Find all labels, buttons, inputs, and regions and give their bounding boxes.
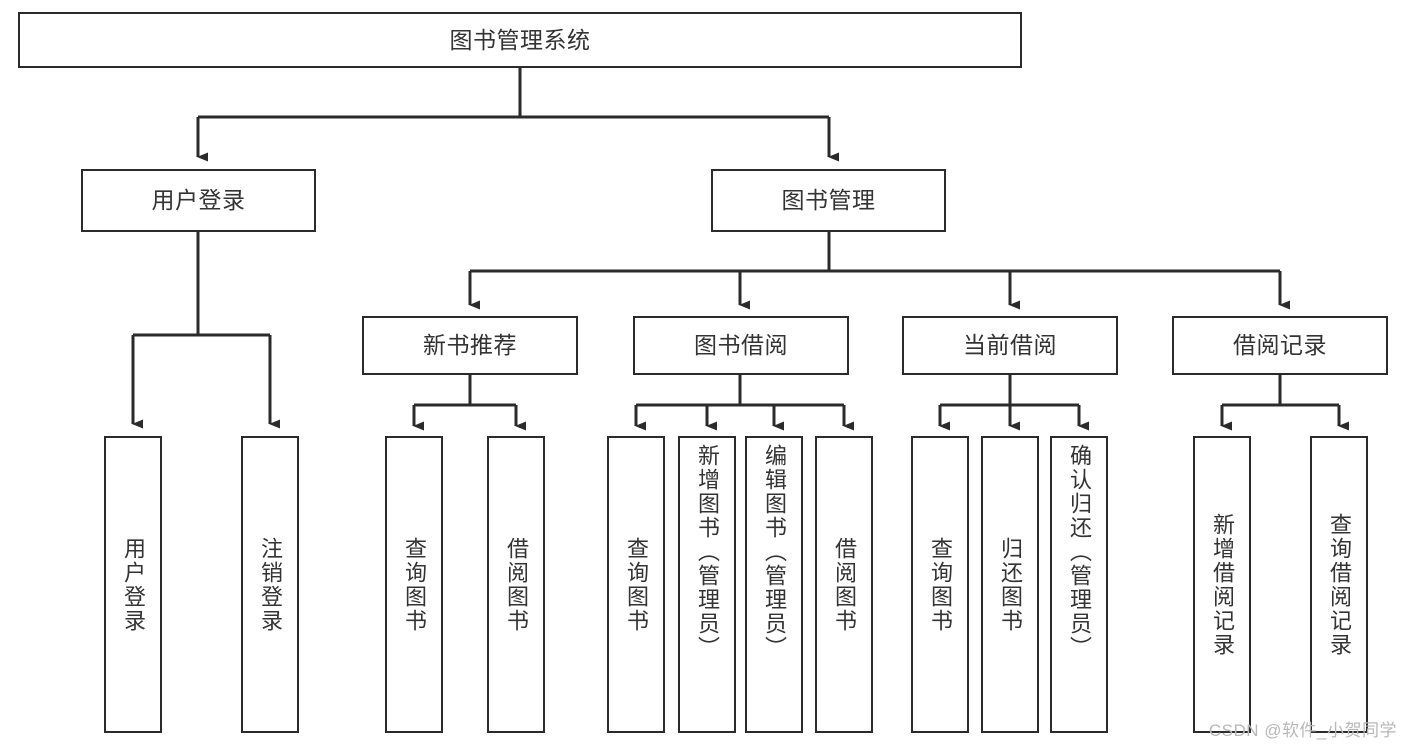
- node-leaf-current-confirm-return[interactable]: 确认归还（管理员）: [1050, 436, 1108, 733]
- node-leaf-current-return-book[interactable]: 归还图书: [981, 436, 1039, 733]
- node-leaf-new-book-query-label: 查询图书: [401, 536, 427, 633]
- node-current-borrow-label: 当前借阅: [963, 332, 1057, 358]
- node-leaf-user-login-signout[interactable]: 注销登录: [241, 436, 299, 733]
- node-leaf-record-query-label: 查询借阅记录: [1326, 512, 1352, 657]
- node-leaf-current-query-book-label: 查询图书: [927, 536, 953, 633]
- node-leaf-new-book-borrow-label: 借阅图书: [503, 536, 529, 633]
- node-user-login-label: 用户登录: [151, 187, 246, 213]
- node-borrow-record-label: 借阅记录: [1233, 332, 1327, 358]
- node-borrow-record[interactable]: 借阅记录: [1172, 316, 1388, 375]
- node-book-management[interactable]: 图书管理: [711, 169, 946, 232]
- node-leaf-record-add-label: 新增借阅记录: [1209, 512, 1235, 657]
- node-new-book-recommend[interactable]: 新书推荐: [362, 316, 578, 375]
- node-leaf-borrow-add-book-label: 新增图书（管理员）: [694, 444, 720, 660]
- node-book-borrow[interactable]: 图书借阅: [633, 316, 849, 375]
- watermark-text: CSDN @软件_小贺同学: [1208, 721, 1397, 740]
- node-leaf-borrow-edit-book[interactable]: 编辑图书（管理员）: [745, 436, 803, 733]
- node-leaf-user-login-signout-label: 注销登录: [257, 536, 283, 633]
- node-book-management-label: 图书管理: [781, 187, 876, 213]
- node-leaf-borrow-add-book[interactable]: 新增图书（管理员）: [678, 436, 736, 733]
- node-current-borrow[interactable]: 当前借阅: [902, 316, 1118, 375]
- node-user-login[interactable]: 用户登录: [81, 169, 316, 232]
- node-leaf-new-book-borrow[interactable]: 借阅图书: [487, 436, 545, 733]
- node-leaf-user-login-signin[interactable]: 用户登录: [104, 436, 162, 733]
- node-leaf-borrow-edit-book-label: 编辑图书（管理员）: [761, 444, 787, 660]
- node-leaf-current-confirm-return-label: 确认归还（管理员）: [1066, 444, 1092, 660]
- node-leaf-borrow-query-book[interactable]: 查询图书: [607, 436, 665, 733]
- node-root-system[interactable]: 图书管理系统: [18, 12, 1022, 68]
- node-leaf-borrow-borrow-book[interactable]: 借阅图书: [815, 436, 873, 733]
- node-leaf-record-query[interactable]: 查询借阅记录: [1310, 436, 1368, 733]
- node-leaf-borrow-borrow-book-label: 借阅图书: [831, 536, 857, 633]
- node-root-system-label: 图书管理系统: [449, 26, 591, 53]
- node-leaf-user-login-signin-label: 用户登录: [120, 536, 146, 633]
- node-new-book-recommend-label: 新书推荐: [423, 332, 517, 358]
- node-leaf-record-add[interactable]: 新增借阅记录: [1193, 436, 1251, 733]
- node-leaf-current-return-book-label: 归还图书: [997, 536, 1023, 633]
- node-leaf-new-book-query[interactable]: 查询图书: [385, 436, 443, 733]
- node-leaf-current-query-book[interactable]: 查询图书: [911, 436, 969, 733]
- node-leaf-borrow-query-book-label: 查询图书: [623, 536, 649, 633]
- node-book-borrow-label: 图书借阅: [694, 332, 788, 358]
